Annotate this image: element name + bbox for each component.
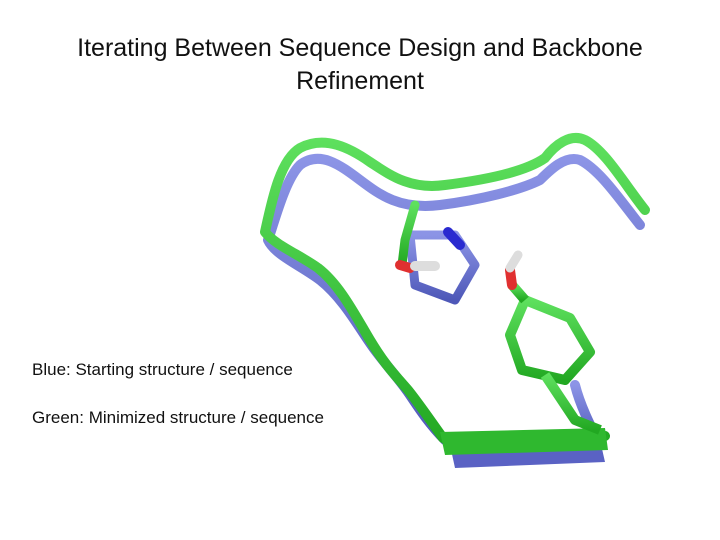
nitrogen-atom (443, 227, 465, 250)
caption-green: Green: Minimized structure / sequence (32, 408, 324, 427)
slide-title: Iterating Between Sequence Design and Ba… (77, 34, 643, 95)
proline-hydroxyl (395, 260, 440, 273)
green-proline-stub (397, 200, 420, 270)
green-sheet (440, 428, 608, 455)
caption-blue: Blue: Starting structure / sequence (32, 360, 293, 379)
tyrosine-hydroxyl (505, 250, 523, 290)
